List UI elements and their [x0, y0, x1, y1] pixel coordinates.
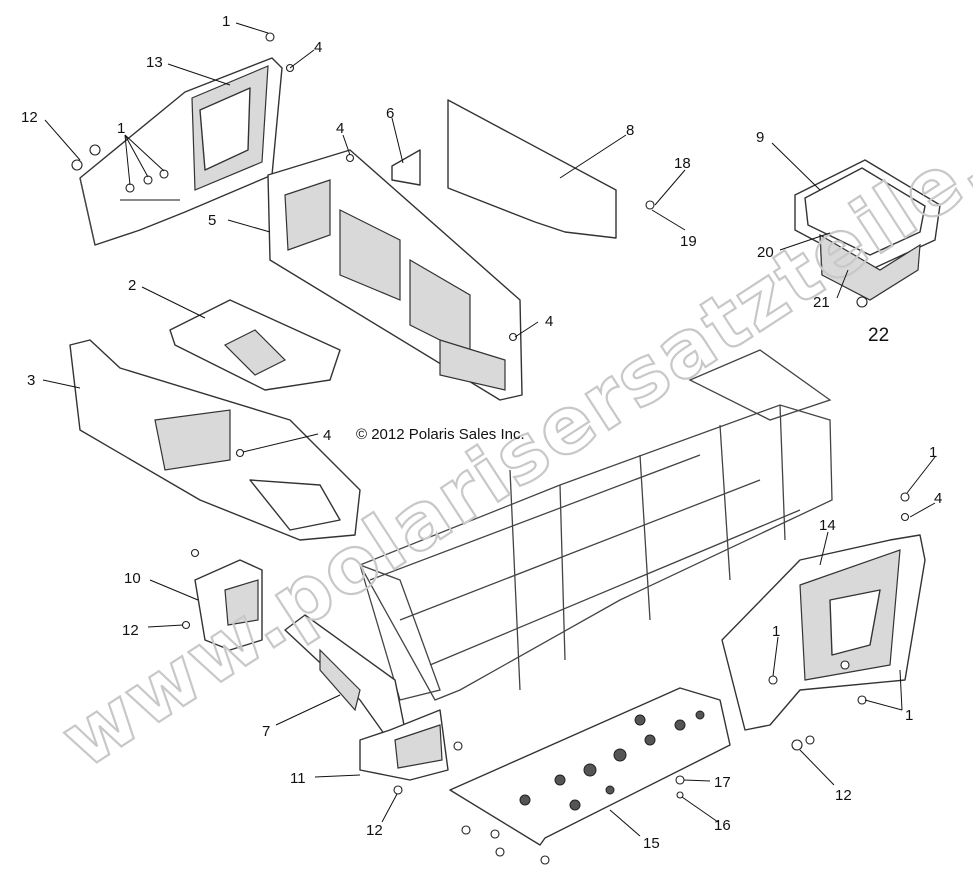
callout-16: 16 [714, 817, 731, 834]
callout-1: 1 [772, 623, 780, 640]
callout-12: 12 [21, 109, 38, 126]
callout-15: 15 [643, 835, 660, 852]
callout-6: 6 [386, 105, 394, 122]
copyright-text: © 2012 Polaris Sales Inc. [356, 426, 525, 443]
part-8-floor-sheet [447, 99, 617, 239]
part-13-side-panel [79, 57, 283, 246]
callout-3: 3 [27, 372, 35, 389]
callout-12: 12 [122, 622, 139, 639]
callout-1: 1 [117, 120, 125, 137]
hardware-fasteners [71, 32, 910, 865]
callout-7: 7 [262, 723, 270, 740]
callout-labels: 1 4 13 12 1 6 4 8 18 19 9 20 21 22 5 2 4… [21, 13, 942, 852]
callout-1: 1 [929, 444, 937, 461]
part-2-floor-pan [169, 299, 341, 391]
part-6-bracket [391, 149, 421, 186]
part-15-skid-plate [449, 687, 731, 846]
callout-12: 12 [366, 822, 383, 839]
callout-9: 9 [756, 129, 764, 146]
callout-12: 12 [835, 787, 852, 804]
callout-4: 4 [545, 313, 553, 330]
callout-1: 1 [222, 13, 230, 30]
callout-5: 5 [208, 212, 216, 229]
callout-19: 19 [680, 233, 697, 250]
callout-18: 18 [674, 155, 691, 172]
part-3-cab-floor [69, 339, 361, 541]
callout-4: 4 [934, 490, 942, 507]
callout-8: 8 [626, 122, 634, 139]
callout-2: 2 [128, 277, 136, 294]
callout-14: 14 [819, 517, 836, 534]
main-frame-chassis [359, 349, 833, 701]
part-10-bracket [194, 559, 263, 651]
callout-1: 1 [905, 707, 913, 724]
callout-4: 4 [336, 120, 344, 137]
callout-20: 20 [757, 244, 774, 261]
part-14-side-panel [721, 534, 926, 731]
leader-lines [42, 22, 936, 837]
callout-13: 13 [146, 54, 163, 71]
part-9-storage-box [794, 159, 941, 301]
callout-17: 17 [714, 774, 731, 791]
callout-22: 22 [868, 325, 889, 346]
callout-21: 21 [813, 294, 830, 311]
part-11-bracket [359, 709, 449, 781]
callout-4: 4 [314, 39, 322, 56]
part-5-bulkhead-panel [267, 149, 523, 401]
callout-10: 10 [124, 570, 141, 587]
callout-11: 11 [290, 770, 306, 787]
callout-4: 4 [323, 427, 331, 444]
